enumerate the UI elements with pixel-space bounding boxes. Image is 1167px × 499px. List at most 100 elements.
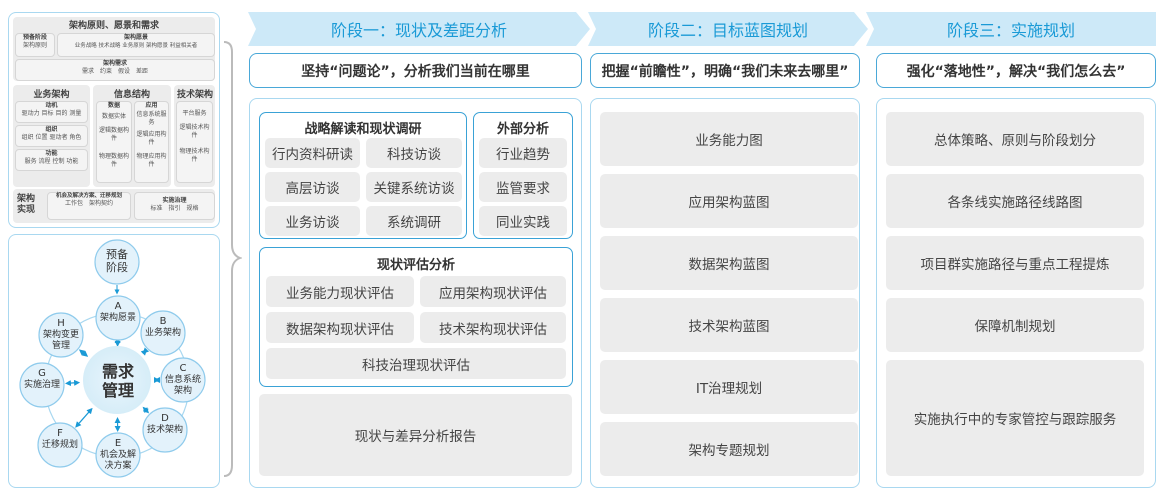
tech-block: 平台服务 逻辑技术构件 物理技术构件	[176, 101, 213, 183]
data-item: 物理数据构件	[98, 153, 129, 168]
tech-item: 平台服务	[182, 110, 207, 117]
stage1-slogan: 坚持“问题论”，分析我们当前在哪里	[249, 53, 582, 88]
phase-label: 技术架构	[146, 425, 183, 435]
bidirectional-arrow	[64, 379, 81, 387]
research-item: 高层访谈	[265, 172, 360, 202]
vision-items: 业务战略 技术战略 业务原则 架构愿景 利益相关者	[74, 43, 198, 49]
app-block: 应用 信息系统服务 逻辑应用构件 物理应用构件	[134, 101, 169, 183]
phase-letter: E	[114, 438, 122, 449]
governance-block: 实施治理标准 指引 规格	[134, 192, 215, 220]
block-title: 组织	[45, 126, 58, 133]
phase-label: 实施治理	[23, 380, 60, 390]
bidirectional-arrow	[75, 407, 93, 428]
external-item: 同业实践	[479, 206, 567, 236]
prelim-title: 预备阶段	[22, 34, 47, 41]
research-item: 系统调研	[366, 206, 462, 236]
tech-title: 技术架构	[176, 90, 213, 100]
opportunity-block: 机会及解决方案、迁移规划工作包 架构契约	[47, 192, 131, 220]
tech-item: 逻辑技术构件	[179, 124, 210, 139]
business-block: 功能服务 流程 控制 功能	[15, 149, 88, 171]
phase-circle-g	[19, 362, 65, 408]
governance-title: 实施治理	[162, 197, 187, 204]
prelim-label: 预备阶段	[106, 248, 128, 274]
stage1-title: 阶段一：现状及差距分析	[330, 21, 507, 40]
blueprint-item: 技术架构蓝图	[600, 298, 858, 352]
opportunity-items: 工作包 架构契约	[64, 200, 113, 207]
stage3-slogan: 强化“落地性”，解决“我们怎么去”	[876, 53, 1156, 88]
block-items: 驱动力 目标 目的 测量	[21, 110, 82, 117]
implementation-item: 保障机制规划	[886, 298, 1144, 352]
governance-items: 标准 指引 规格	[150, 205, 199, 212]
phase-circle-h	[38, 312, 84, 358]
business-block: 动机驱动力 目标 目的 测量	[15, 101, 88, 123]
phase-label: 机会及解决方案	[99, 450, 136, 471]
bracket	[223, 41, 242, 477]
implementation-item: 总体策略、原则与阶段划分	[886, 112, 1144, 166]
business-title: 业务架构	[33, 90, 70, 100]
data-title: 数据	[107, 102, 120, 109]
phase-letter: D	[161, 413, 169, 424]
vision-title: 架构愿景	[123, 34, 148, 41]
research-title: 战略解读和现状调研	[304, 122, 422, 137]
implementation-item: 项目群实施路径与重点工程提炼	[886, 236, 1144, 290]
realization-title: 架构实现	[17, 194, 36, 215]
blueprint-item: IT治理规划	[600, 360, 858, 414]
block-title: 动机	[45, 102, 58, 109]
assessment-title: 现状评估分析	[376, 258, 455, 273]
phase-circle-a	[95, 295, 141, 341]
framework-title: 架构原则、愿景和需求	[68, 21, 159, 31]
assessment-item: 业务能力现状评估	[266, 276, 414, 307]
data-item: 数据实体	[101, 113, 126, 120]
phase-label: 架构变更管理	[42, 330, 79, 351]
phase-circle-d	[142, 407, 188, 453]
phase-circle-f	[37, 422, 83, 468]
data-block: 数据 数据实体 逻辑数据构件 物理数据构件	[96, 101, 132, 183]
research-item: 关键系统访谈	[366, 172, 462, 202]
external-item: 监管要求	[479, 172, 567, 202]
block-title: 功能	[45, 150, 58, 157]
bidirectional-arrow	[142, 406, 150, 414]
phase-letter: B	[159, 316, 167, 327]
app-item: 逻辑应用构件	[136, 131, 167, 146]
research-group: 战略解读和现状调研	[259, 112, 467, 239]
phase-letter: A	[114, 301, 122, 312]
stage2-slogan: 把握“前瞻性”，明确“我们未来去哪里”	[590, 53, 860, 88]
stage2-header: 阶段二：目标蓝图规划	[588, 12, 868, 46]
report-item: 现状与差异分析报告	[259, 394, 572, 476]
stage2-title: 阶段二：目标蓝图规划	[647, 21, 808, 40]
phase-letter: G	[38, 368, 46, 379]
center-circle	[83, 346, 151, 414]
stage3-header: 阶段三：实施规划	[866, 12, 1156, 46]
app-item: 信息系统服务	[136, 111, 167, 126]
research-item: 行内资料研读	[265, 138, 360, 168]
blueprint-item: 业务能力图	[600, 112, 858, 166]
prelim-items: 架构原则	[22, 42, 47, 49]
external-group: 外部分析	[473, 112, 573, 239]
blueprint-item: 数据架构蓝图	[600, 236, 858, 290]
adm-cycle-diagram	[19, 239, 206, 478]
assessment-item: 应用架构现状评估	[420, 276, 566, 307]
phase-label: 架构愿景	[99, 313, 136, 323]
implementation-item: 各条线实施路径线路图	[886, 174, 1144, 228]
block-items: 组织 位置 驱动者 角色	[21, 134, 82, 141]
research-item: 科技访谈	[366, 138, 462, 168]
framework-panel: 架构原则、愿景和需求 预备阶段 架构原则 架构愿景 业务战略 技术战略 业务原则…	[8, 12, 220, 228]
phase-label: 业务架构	[144, 328, 181, 338]
research-item: 业务访谈	[265, 206, 360, 236]
phase-letter: C	[179, 363, 187, 374]
requirements-items: 需求 约束 假设 差距	[81, 68, 148, 75]
phase-letter: F	[57, 428, 63, 439]
block-items: 服务 流程 控制 功能	[24, 158, 79, 165]
requirements-block: 架构需求 需求 约束 假设 差距	[15, 59, 215, 81]
phase-circle-b	[140, 310, 186, 356]
phase-circle-e	[95, 432, 141, 478]
assessment-item: 技术架构现状评估	[420, 312, 566, 343]
prelim-circle	[94, 239, 140, 285]
phase-circle-c	[160, 357, 206, 403]
stage3-title: 阶段三：实施规划	[946, 21, 1075, 40]
tech-item: 物理技术构件	[179, 148, 210, 163]
center-label: 需求管理	[101, 362, 134, 400]
implementation-item: 实施执行中的专家管控与跟踪服务	[886, 360, 1144, 476]
info-title: 信息结构	[113, 90, 150, 100]
app-item: 物理应用构件	[136, 153, 167, 168]
